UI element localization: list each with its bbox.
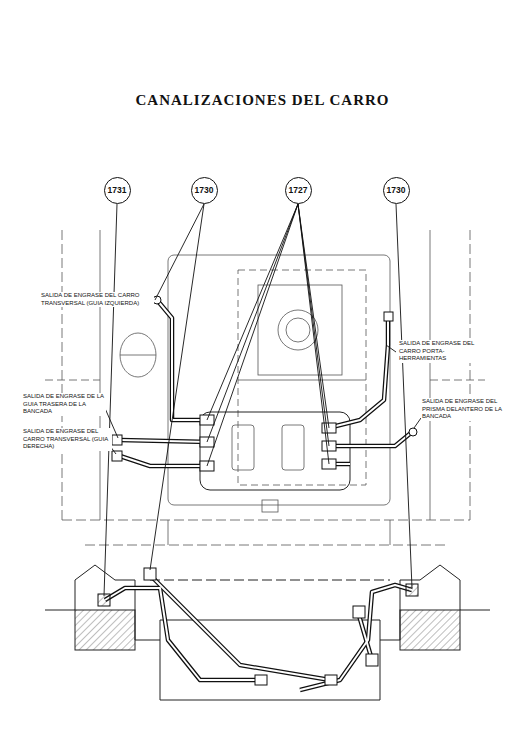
callout-circle: 1731 — [104, 177, 131, 204]
outlet-label: SALIDA DE ENGRASE DEL CARRO PORTA-HERRAM… — [398, 340, 492, 363]
callout-number: 1730 — [387, 185, 406, 195]
lubrication-pipes — [105, 300, 412, 690]
outlet-label: SALIDA DE ENGRASE DEL PRISMA DELANTERO D… — [421, 398, 505, 421]
pipe-fittings — [98, 296, 418, 685]
drawing-title: CANALIZACIONES DEL CARRO — [0, 92, 525, 109]
outlet-label: SALIDA DE ENGRASE DEL CARRO TRANSVERSAL … — [22, 428, 112, 451]
outlet-label: SALIDA DE ENGRASE DEL CARRO TRANSVERSAL … — [40, 292, 154, 307]
callout-number: 1727 — [289, 185, 308, 195]
callout-circle: 1730 — [191, 177, 218, 204]
callout-number: 1731 — [108, 185, 127, 195]
bed-profile — [45, 565, 490, 700]
callout-number: 1730 — [195, 185, 214, 195]
leader-lines — [104, 204, 421, 596]
outlet-label: SALIDA DE ENGRASE DE LA GUIA TRASERA DE … — [22, 393, 106, 416]
callout-circle: 1727 — [285, 177, 312, 204]
callout-circle: 1730 — [383, 177, 410, 204]
